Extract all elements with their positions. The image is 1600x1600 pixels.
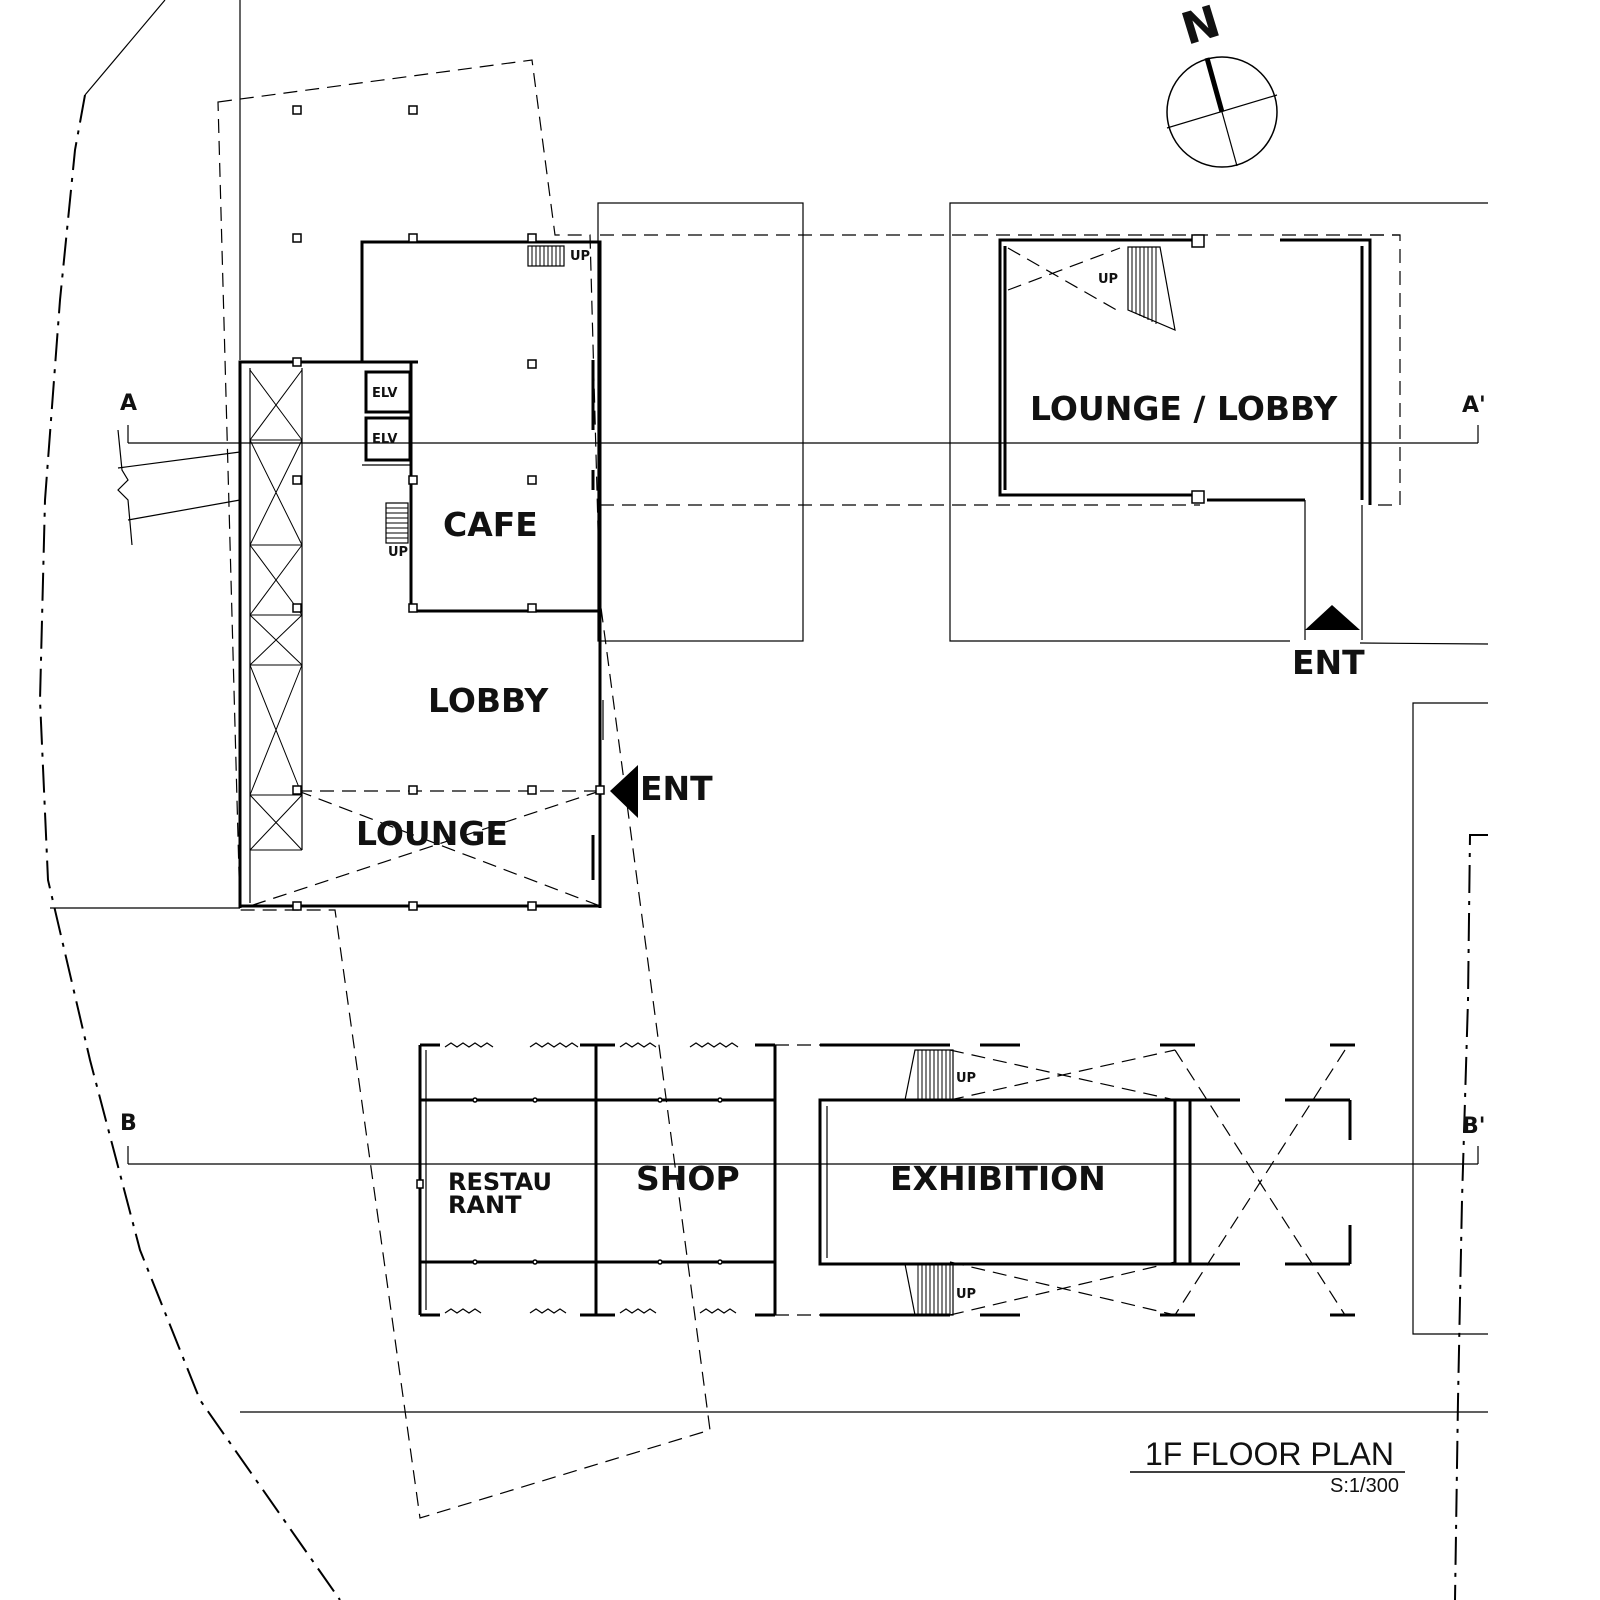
east-building: [998, 234, 1372, 640]
drawing-scale: S:1/300: [1330, 1475, 1399, 1497]
room-label-lobby: LOBBY: [428, 681, 549, 720]
room-label-shop: SHOP: [636, 1159, 740, 1198]
site-boundary-east: [1454, 834, 1488, 1600]
drawing-title: 1F FLOOR PLAN: [1145, 1436, 1394, 1472]
entrance-label-east: ENT: [1292, 643, 1365, 682]
entrance-label-west: ENT: [640, 769, 713, 808]
bridge-lower-edge: [127, 499, 241, 521]
elevator-label-1: ELV: [372, 386, 397, 401]
room-label-cafe: CAFE: [443, 505, 538, 544]
lobby-west-wall: [238, 360, 418, 908]
plaza-west: [597, 202, 804, 642]
bridge-break: [117, 429, 133, 546]
cafe-wall-south: [409, 362, 600, 613]
up-label-cafe-left: UP: [388, 545, 408, 560]
room-label-lounge-lobby: LOUNGE / LOBBY: [1030, 389, 1338, 428]
site-line-northwest: [84, 0, 166, 96]
cafe-wall-north: [360, 240, 602, 908]
cafe-stair-top: [527, 245, 565, 267]
elevator-label-2: ELV: [372, 432, 397, 447]
up-label-exhibition-bottom: UP: [956, 1287, 976, 1302]
north-label: N: [1176, 0, 1226, 56]
elevator-2: [364, 416, 412, 462]
up-label-east-lounge: UP: [1098, 272, 1118, 287]
plaza-east-edge: [1359, 642, 1489, 645]
cafe-stair-left: [385, 502, 409, 544]
north-arrow: [1166, 56, 1278, 168]
room-label-restaurant-line2: RANT: [448, 1191, 522, 1219]
room-label-lounge: LOUNGE: [356, 814, 508, 853]
room-label-restaurant-line1: RESTAU: [448, 1168, 552, 1196]
plaza-east: [949, 202, 1488, 642]
section-mark-a: A: [120, 391, 137, 416]
west-entrance-arrow: [610, 765, 638, 818]
south-building-east: [775, 1043, 1355, 1317]
upper-floor-outline: [217, 59, 711, 1519]
south-building-west: [416, 1042, 777, 1317]
up-label-exhibition-top: UP: [956, 1071, 976, 1086]
adjacent-lot-east: [1412, 702, 1488, 1335]
east-entrance-arrow: [1305, 605, 1360, 630]
section-mark-b: B: [120, 1111, 137, 1136]
section-mark-b-prime: B': [1462, 1114, 1486, 1139]
bridge-upper-edge: [117, 451, 241, 469]
lounge-void-hatch: [249, 790, 601, 907]
up-label-cafe-top: UP: [570, 249, 590, 264]
elevator-1: [364, 370, 412, 414]
connector-east: [1370, 234, 1401, 506]
corridor-void-hatches: [249, 369, 303, 851]
west-building-columns: [292, 105, 605, 911]
lobby-east-windows: [591, 360, 604, 880]
room-label-exhibition: EXHIBITION: [890, 1159, 1106, 1198]
site-boundary-west: [38, 94, 341, 1600]
section-mark-a-prime: A': [1462, 393, 1486, 418]
